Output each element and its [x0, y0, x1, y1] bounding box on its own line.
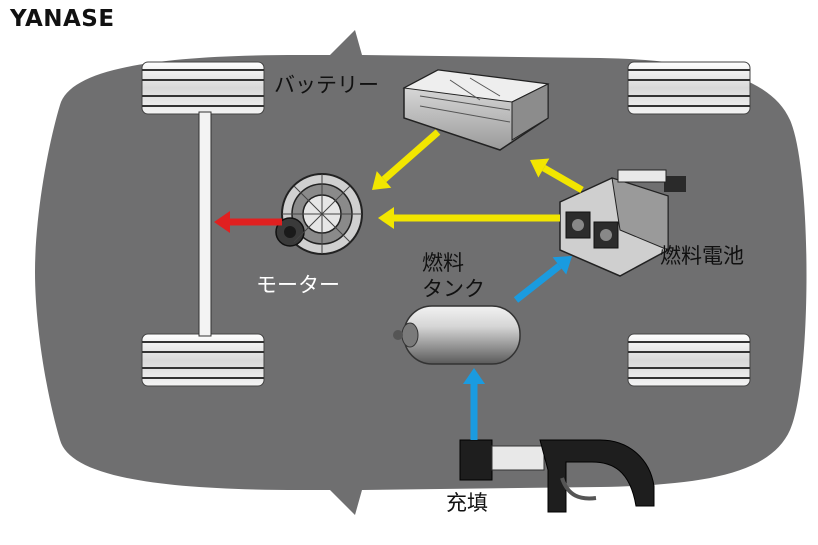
flow-arrow-fuel-tank-to-fuel-cell	[513, 256, 572, 303]
hydrogen-fuel-tank	[393, 305, 521, 365]
drive-axle	[198, 111, 212, 337]
battery-label: バッテリー	[274, 73, 379, 97]
fuel-tank-label-line1: 燃料	[422, 251, 464, 275]
tire-rear-left	[141, 333, 265, 387]
motor	[275, 173, 363, 255]
flow-arrow-fuel-cell-to-battery	[530, 158, 584, 194]
car-body	[35, 30, 807, 515]
flow-arrow-fuel-cell-to-motor	[378, 207, 560, 229]
flow-arrow-refuel-nozzle-to-fuel-tank	[463, 368, 485, 440]
flow-arrow-battery-to-motor	[372, 129, 441, 190]
refuel-label: 充填	[446, 491, 488, 515]
flow-arrow-motor-to-axle	[214, 211, 282, 233]
tire-front-left	[141, 61, 265, 115]
motor-label: モーター	[256, 273, 340, 297]
refuel-nozzle	[459, 439, 655, 513]
fuel-cell-label: 燃料電池	[660, 244, 744, 268]
tire-rear-right	[627, 333, 751, 387]
fuel-cell-stack	[559, 169, 686, 277]
tire-front-right	[627, 61, 751, 115]
brand-logo: YANASE	[10, 6, 115, 32]
battery-pack	[402, 69, 550, 151]
fuel-tank-label-line2: タンク	[422, 277, 485, 301]
